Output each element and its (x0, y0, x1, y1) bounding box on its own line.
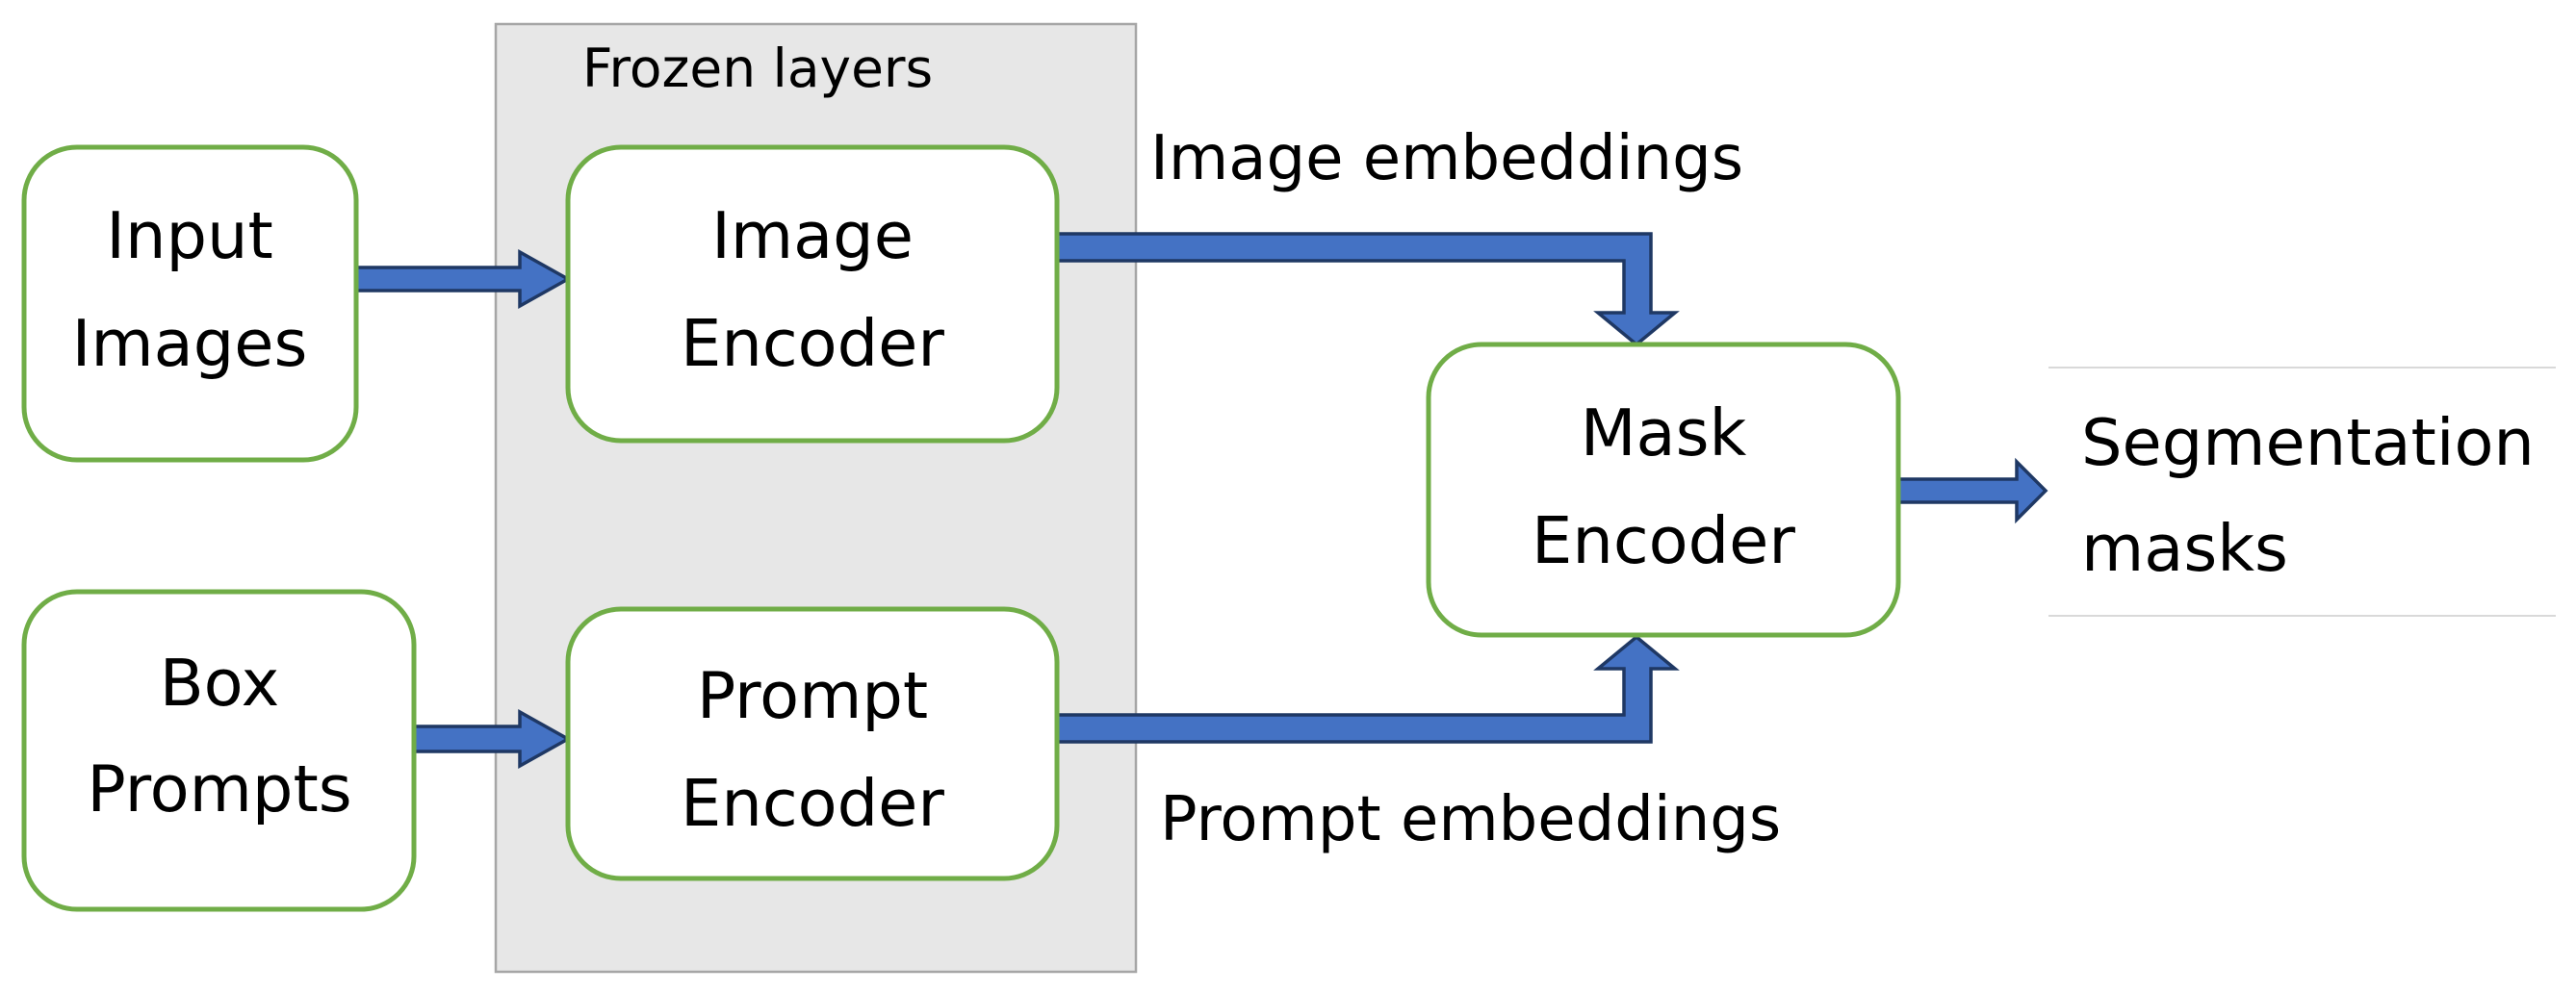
prompt-encoder-node: Prompt Encoder (565, 606, 1060, 881)
arrow-mask-encoder-to-output (1896, 457, 2048, 524)
mask-encoder-label-line2: Encoder (1532, 503, 1795, 578)
input-images-node: Input Images (21, 144, 359, 463)
image-encoder-label-line2: Encoder (681, 306, 944, 381)
image-encoder-label-line1: Image (711, 198, 914, 273)
box-prompts-label-line1: Box (160, 646, 280, 721)
prompt-encoder-label-line2: Encoder (681, 766, 944, 841)
input-images-box (21, 144, 359, 463)
flow-arrows (354, 232, 2048, 769)
frozen-layers-label: Frozen layers (582, 38, 933, 99)
input-images-label-line2: Images (72, 306, 308, 381)
box-prompts-label-line2: Prompts (87, 751, 351, 827)
prompt-encoder-label-line1: Prompt (697, 658, 928, 733)
image-encoder-box (565, 144, 1060, 444)
prompt-encoder-box (565, 606, 1060, 881)
input-images-label-line1: Input (106, 198, 273, 273)
image-encoder-node: Image Encoder (565, 144, 1060, 444)
arrow-box-prompts-to-prompt-encoder (412, 709, 572, 769)
prompt-embeddings-label: Prompt embeddings (1160, 784, 1781, 855)
arrow-image-embeddings-to-mask-encoder (1055, 232, 1680, 347)
image-embeddings-label: Image embeddings (1150, 123, 1743, 194)
segmentation-masks-output: Segmentation masks (2048, 367, 2556, 617)
box-prompts-box (21, 589, 417, 912)
mask-encoder-label-line1: Mask (1581, 395, 1747, 471)
arrow-prompt-embeddings-to-mask-encoder (1055, 634, 1680, 744)
segmentation-masks-label-line1: Segmentation (2081, 405, 2535, 480)
segmentation-masks-label-line2: masks (2081, 511, 2288, 586)
box-prompts-node: Box Prompts (21, 589, 417, 912)
mask-encoder-node: Mask Encoder (1426, 342, 1901, 638)
arrow-input-to-image-encoder (354, 249, 572, 309)
mask-encoder-box (1426, 342, 1901, 638)
